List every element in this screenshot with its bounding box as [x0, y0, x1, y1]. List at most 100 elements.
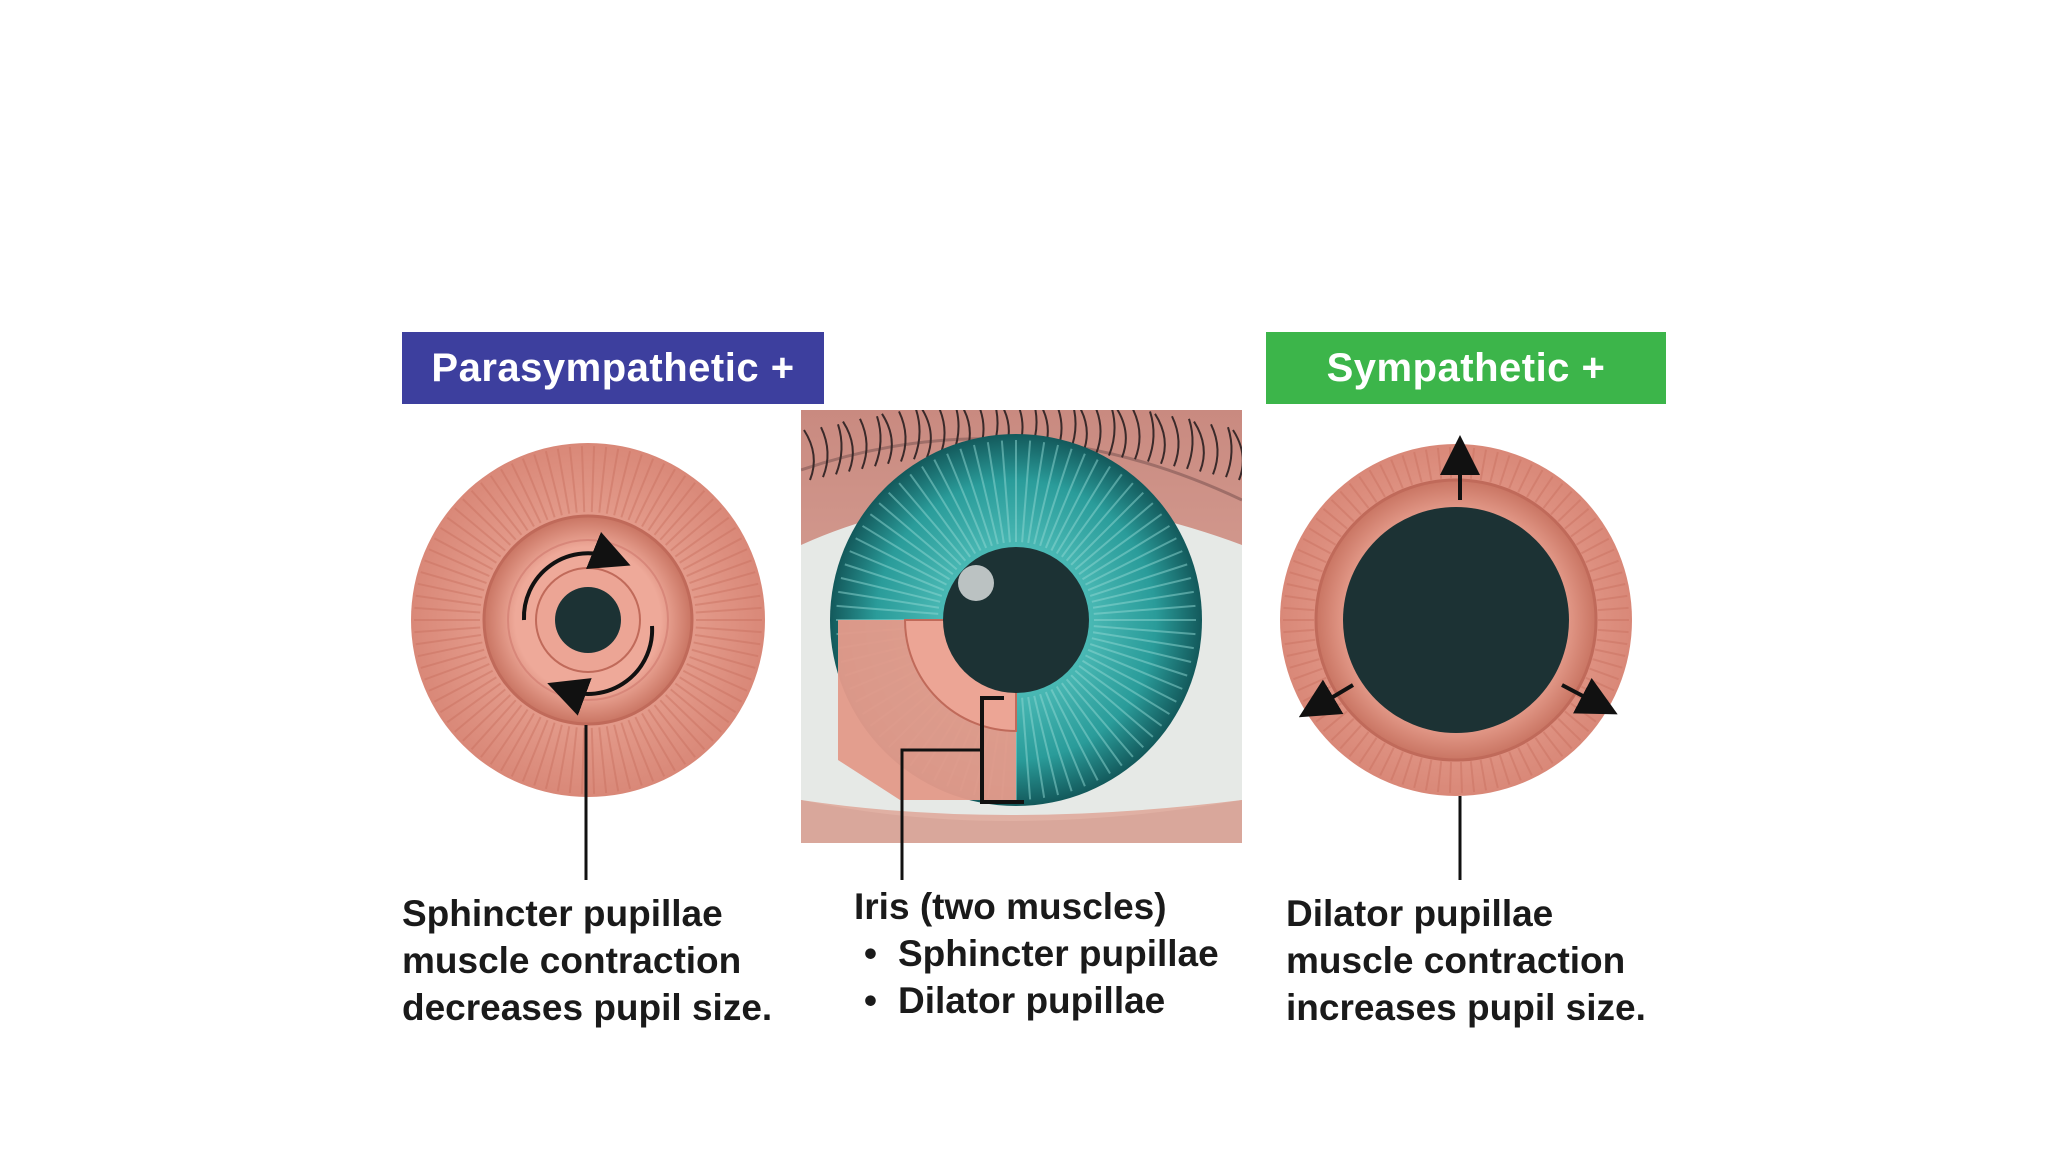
eyelash: [820, 426, 829, 478]
striation: [695, 626, 762, 634]
eyelash: [859, 418, 868, 470]
striation: [1021, 440, 1032, 543]
striation: [1065, 678, 1134, 758]
striation: [682, 537, 743, 571]
striation: [1448, 447, 1453, 479]
eyelash: [1154, 413, 1166, 465]
striation: [1087, 550, 1183, 592]
eyelash: [898, 411, 907, 462]
striation: [470, 490, 517, 541]
striation: [1459, 761, 1464, 793]
striation: [855, 537, 947, 586]
striation: [1542, 483, 1564, 509]
striation: [454, 688, 506, 733]
striation: [1087, 648, 1183, 690]
striation: [670, 507, 722, 552]
striation: [1078, 513, 1163, 575]
striation: [1286, 583, 1318, 592]
striation: [544, 724, 563, 790]
striation: [674, 682, 730, 724]
striation: [686, 663, 748, 692]
striation: [1597, 628, 1629, 634]
eyelash: [1116, 410, 1127, 458]
striation: [1092, 590, 1194, 609]
striation: [568, 446, 578, 513]
striation: [420, 571, 485, 592]
striation: [1424, 759, 1433, 791]
striation: [679, 676, 737, 714]
eyelash: [1210, 423, 1219, 475]
striation: [1284, 638, 1316, 646]
sympathetic-banner: Sympathetic +: [1266, 332, 1666, 404]
striation: [414, 626, 481, 634]
striation: [1508, 751, 1522, 781]
eyelash: [921, 410, 932, 458]
striation: [620, 722, 643, 786]
striation: [653, 704, 696, 758]
striation: [1283, 628, 1315, 634]
striation: [1436, 761, 1443, 793]
eyelash: [913, 410, 921, 460]
striation: [679, 526, 737, 564]
striation: [1339, 724, 1362, 750]
striation: [674, 516, 730, 558]
striation: [620, 454, 643, 518]
caption-line: muscle contraction: [402, 940, 742, 981]
striation: [840, 577, 941, 603]
striation: [888, 492, 962, 566]
iris-title: Iris: [854, 886, 910, 927]
striation: [1448, 761, 1453, 793]
eye-illustration: [801, 410, 1242, 880]
striation: [533, 722, 556, 786]
striation: [691, 648, 756, 669]
striation: [653, 482, 696, 536]
striation: [1050, 689, 1099, 781]
striation: [909, 473, 971, 558]
striation: [462, 694, 512, 742]
list-item-label: Dilator pupillae: [898, 980, 1166, 1021]
striation: [417, 641, 483, 658]
striation: [921, 466, 977, 555]
striation: [433, 537, 494, 571]
striation: [415, 594, 482, 606]
striation: [1592, 571, 1623, 582]
striation: [428, 548, 490, 577]
striation: [1596, 594, 1628, 602]
striation: [1526, 469, 1544, 498]
striation: [500, 713, 535, 772]
striation: [973, 444, 999, 545]
striation: [641, 713, 676, 772]
striation: [1401, 754, 1414, 785]
striation: [1594, 583, 1626, 592]
striation: [1517, 464, 1533, 493]
striation: [1093, 604, 1196, 615]
eyelash: [1132, 410, 1141, 460]
striation: [1339, 490, 1362, 516]
striation: [844, 563, 943, 597]
iris-caption: Iris (two muscles) •Sphincter pupillae •…: [854, 883, 1274, 1024]
dilated-iris-illustration: [1280, 435, 1632, 880]
outward-arrow-icon: [1561, 677, 1618, 715]
striation: [1390, 459, 1404, 489]
striation: [898, 482, 967, 562]
striation: [1479, 449, 1488, 481]
striation: [428, 663, 490, 692]
striation: [933, 459, 982, 551]
sympathetic-label: Sympathetic +: [1326, 345, 1606, 390]
striation: [1033, 695, 1059, 796]
striation: [439, 526, 497, 564]
striation: [682, 669, 743, 703]
striation: [510, 463, 542, 524]
striation: [417, 582, 483, 599]
striation: [1479, 759, 1488, 791]
striation: [500, 468, 535, 527]
striation: [1284, 594, 1316, 602]
striation: [1594, 648, 1626, 657]
striation: [1039, 448, 1073, 547]
striation: [627, 719, 655, 782]
dilated-pupil: [1343, 507, 1569, 733]
eyelash: [1095, 410, 1102, 455]
striation: [414, 606, 481, 614]
striation: [590, 446, 596, 513]
